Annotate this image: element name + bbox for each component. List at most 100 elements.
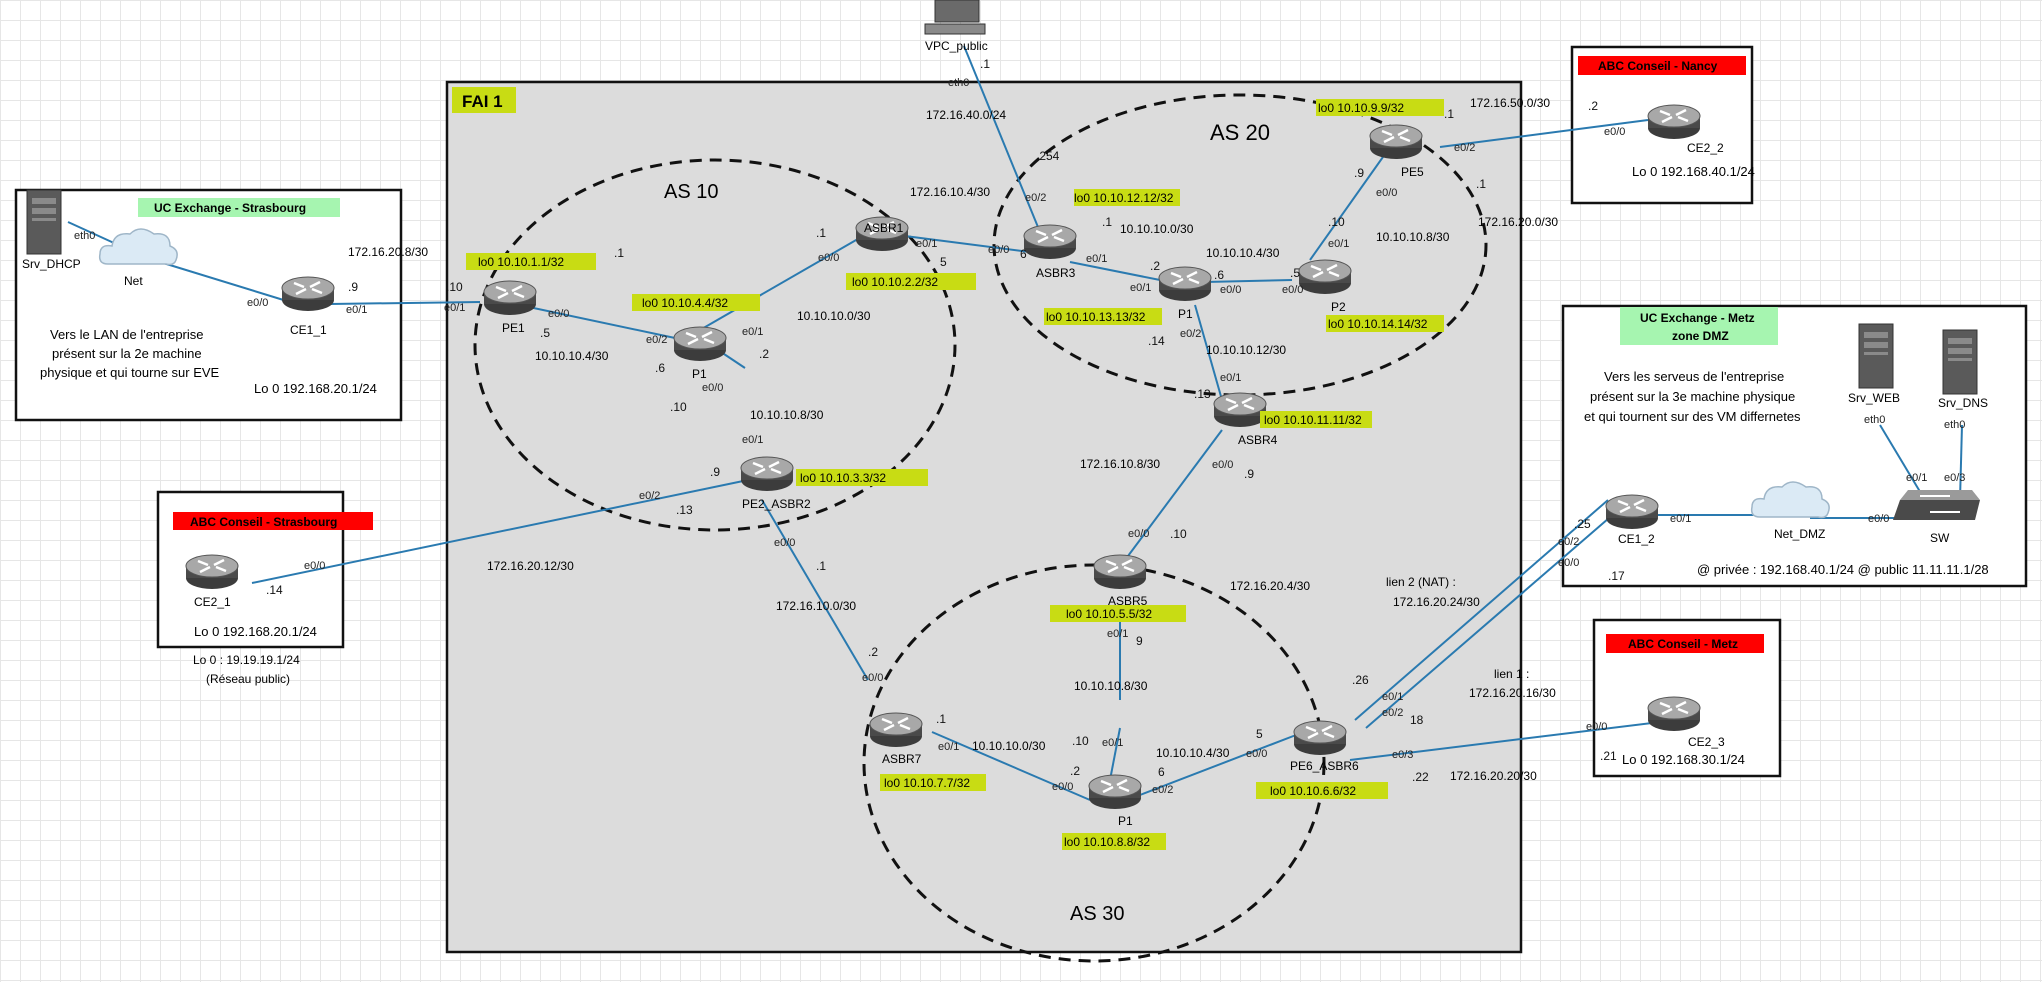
iface-label: e0/2 bbox=[646, 334, 667, 346]
ucx-strasbourg-loopback: Lo 0 192.168.20.1/24 bbox=[254, 381, 377, 396]
iface-label: e0/1 bbox=[742, 434, 763, 446]
as20-boundary bbox=[992, 93, 1488, 397]
subnet-label: 172.16.20.8/30 bbox=[348, 245, 428, 259]
iface-label: e0/1 bbox=[742, 326, 763, 338]
lien2-label: lien 2 (NAT) : bbox=[1386, 575, 1456, 589]
subnet-label: 10.10.10.12/30 bbox=[1206, 343, 1286, 357]
iface-label: e0/1 bbox=[938, 741, 959, 753]
p1-as30-label: P1 bbox=[1118, 814, 1133, 828]
p1-as10-router-icon[interactable] bbox=[672, 325, 728, 363]
iface-label: e0/3 bbox=[1944, 472, 1965, 484]
ucx-metz-title-1: UC Exchange - Metz bbox=[1640, 311, 1755, 325]
iface-label: eth0 bbox=[74, 230, 95, 242]
iface-label: e0/0 bbox=[988, 244, 1009, 256]
asbr7-router-icon[interactable] bbox=[868, 711, 924, 749]
srv-dhcp-label: Srv_DHCP bbox=[22, 257, 81, 271]
srv-dns-server-icon[interactable] bbox=[1942, 329, 1978, 395]
p1-as20-loopback: lo0 10.10.13.13/32 bbox=[1046, 310, 1146, 324]
ucx-strasbourg-text-3: physique et qui tourne sur EVE bbox=[40, 365, 220, 380]
pe6-asbr6-loopback: lo0 10.10.6.6/32 bbox=[1270, 784, 1356, 798]
iface-label: e0/2 bbox=[1454, 142, 1475, 154]
octet-label: .9 bbox=[348, 280, 358, 294]
net-label: Net bbox=[124, 274, 143, 288]
subnet-label: 172.16.50.0/30 bbox=[1470, 96, 1550, 110]
sw-switch-icon[interactable] bbox=[1893, 490, 1980, 520]
octet-label: .10 bbox=[446, 280, 463, 294]
vpc-public-pc-icon[interactable] bbox=[924, 0, 986, 35]
asbr4-loopback: lo0 10.10.11.11/32 bbox=[1264, 413, 1362, 427]
octet-label: .10 bbox=[1170, 527, 1187, 541]
iface-label: e0/0 bbox=[1586, 721, 1607, 733]
p1-as30-router-icon[interactable] bbox=[1087, 773, 1143, 811]
octet-label: .22 bbox=[1412, 770, 1429, 784]
asbr5-router-icon[interactable] bbox=[1092, 553, 1148, 591]
pe6-asbr6-label: PE6_ASBR6 bbox=[1290, 759, 1359, 773]
lien1-label: lien 1 : bbox=[1494, 667, 1529, 681]
asbr3-router-icon[interactable] bbox=[1022, 223, 1078, 261]
fai-1-area bbox=[445, 80, 1523, 954]
iface-label: e0/2 bbox=[1152, 784, 1173, 796]
pe2-asbr2-label: PE2_ASBR2 bbox=[742, 497, 811, 511]
srv-web-label: Srv_WEB bbox=[1848, 391, 1900, 405]
octet-label: .1 bbox=[1476, 177, 1486, 191]
vpc-public-label: VPC_public bbox=[925, 39, 988, 53]
asbr1-loopback: lo0 10.10.2.2/32 bbox=[852, 275, 938, 289]
pe1-router-icon[interactable] bbox=[482, 279, 538, 317]
asbr4-router-icon[interactable] bbox=[1212, 391, 1268, 429]
ce2-3-router-icon[interactable] bbox=[1646, 695, 1702, 733]
octet-label: .5 bbox=[540, 326, 550, 340]
asbr1-label: ASBR1 bbox=[864, 221, 904, 235]
iface-label: e0/0 bbox=[1604, 126, 1625, 138]
pe5-label: PE5 bbox=[1401, 165, 1424, 179]
srv-dhcp-server-icon[interactable] bbox=[26, 189, 62, 255]
iface-label: eth0 bbox=[1944, 419, 1965, 431]
sw-label: SW bbox=[1930, 531, 1950, 545]
octet-label: .9 bbox=[1244, 467, 1254, 481]
subnet-label: 10.10.10.8/30 bbox=[1376, 230, 1450, 244]
iface-label: e0/0 bbox=[247, 297, 268, 309]
octet-label: .2 bbox=[868, 645, 878, 659]
octet-label: .2 bbox=[759, 347, 769, 361]
asbr5-label: ASBR5 bbox=[1108, 594, 1148, 608]
p1-as30-loopback: lo0 10.10.8.8/32 bbox=[1064, 835, 1150, 849]
octet-label: .1 bbox=[816, 226, 826, 240]
iface-label: e0/0 bbox=[774, 537, 795, 549]
ucx-metz-title-2: zone DMZ bbox=[1672, 329, 1729, 343]
abc-metz-title: ABC Conseil - Metz bbox=[1628, 637, 1738, 651]
abc-strasbourg-public-note: (Réseau public) bbox=[206, 672, 290, 686]
ucx-metz-text-1: Vers les serveus de l'entreprise bbox=[1604, 369, 1784, 384]
iface-label: eth0 bbox=[1864, 414, 1885, 426]
octet-label: .25 bbox=[1574, 517, 1591, 531]
ce2-1-router-icon[interactable] bbox=[184, 553, 240, 591]
p2-router-icon[interactable] bbox=[1297, 258, 1353, 296]
pe2-asbr2-router-icon[interactable] bbox=[739, 455, 795, 493]
ce1-2-router-icon[interactable] bbox=[1604, 493, 1660, 531]
subnet-label: 10.10.10.8/30 bbox=[1074, 679, 1148, 693]
iface-label: e0/1 bbox=[1670, 513, 1691, 525]
octet-label: 6 bbox=[1158, 765, 1165, 779]
abc-strasbourg-public-loopback: Lo 0 : 19.19.19.1/24 bbox=[193, 653, 300, 667]
ce2-2-router-icon[interactable] bbox=[1646, 103, 1702, 141]
lien2-subnet: 172.16.20.24/30 bbox=[1393, 595, 1480, 609]
lien1-subnet: 172.16.20.16/30 bbox=[1469, 686, 1556, 700]
pe2-asbr2-loopback: lo0 10.10.3.3/32 bbox=[800, 471, 886, 485]
p1-as20-router-icon[interactable] bbox=[1157, 265, 1213, 303]
abc-strasbourg-loopback: Lo 0 192.168.20.1/24 bbox=[194, 624, 317, 639]
iface-label: e0/0 bbox=[1282, 284, 1303, 296]
pe5-router-icon[interactable] bbox=[1368, 123, 1424, 161]
iface-label: e0/1 bbox=[1382, 691, 1403, 703]
asbr5-loopback: lo0 10.10.5.5/32 bbox=[1066, 607, 1152, 621]
iface-label: e0/0 bbox=[862, 672, 883, 684]
octet-label: 6 bbox=[1020, 247, 1027, 261]
iface-label: e0/0 bbox=[1868, 513, 1889, 525]
iface-label: e0/0 bbox=[1128, 528, 1149, 540]
abc-strasbourg-title: ABC Conseil - Strasbourg bbox=[190, 515, 337, 529]
ucx-metz-text-2: présent sur la 3e machine physique bbox=[1590, 389, 1795, 404]
ucx-metz-text-3: et qui tournent sur des VM differnetes bbox=[1584, 409, 1801, 424]
ce1-1-router-icon[interactable] bbox=[280, 275, 336, 313]
iface-label: e0/0 bbox=[702, 382, 723, 394]
fai-1-title: FAI 1 bbox=[462, 92, 503, 111]
pe6-asbr6-router-icon[interactable] bbox=[1292, 719, 1348, 757]
octet-label: .1 bbox=[816, 559, 826, 573]
srv-web-server-icon[interactable] bbox=[1858, 323, 1894, 389]
